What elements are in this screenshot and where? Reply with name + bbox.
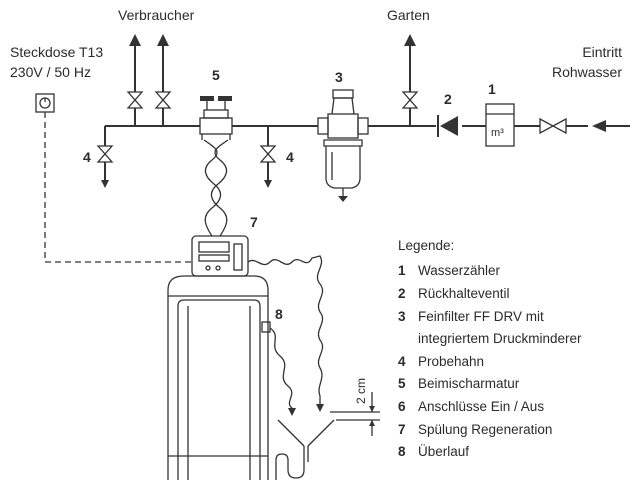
control-head (191, 235, 249, 277)
marker-5: 5 (212, 67, 220, 83)
connection-hoses (203, 139, 229, 237)
power-cable (44, 112, 192, 263)
regeneration-outlet-arrow (316, 404, 324, 412)
marker-4-left: 4 (83, 149, 91, 165)
legend: Legende: 1 Wasserzähler 2 Rückhalteventi… (398, 238, 582, 459)
legend-num: 2 (398, 286, 406, 301)
marker-3: 3 (335, 69, 343, 85)
inlet-valve-icon (539, 117, 567, 135)
legend-num: 5 (398, 376, 406, 391)
legend-text: Wasserzähler (418, 263, 501, 278)
consumer-label: Verbraucher (118, 7, 195, 23)
legend-text: Spülung Regeneration (418, 422, 552, 437)
marker-2: 2 (444, 91, 452, 107)
marker-1: 1 (488, 81, 496, 97)
legend-text: Beimischarmatur (418, 376, 520, 391)
softener-cabinet (167, 275, 271, 480)
legend-text: Probehahn (418, 354, 484, 369)
legend-text: Anschlüsse Ein / Aus (418, 399, 544, 414)
garden-label: Garten (387, 7, 430, 23)
legend-text: integriertem Druckminderer (418, 331, 582, 346)
outlet-spec-label: 230V / 50 Hz (10, 64, 91, 80)
overflow-hose (269, 327, 293, 412)
legend-num: 4 (398, 354, 406, 369)
regeneration-hose (247, 255, 324, 406)
marker-4-right: 4 (286, 149, 294, 165)
power-outlet-icon (35, 93, 55, 113)
legend-num: 8 (398, 444, 406, 459)
marker-8: 8 (275, 306, 283, 322)
garden-branch (401, 34, 419, 126)
inlet-label-line2: Rohwasser (552, 64, 622, 80)
legend-num: 6 (398, 399, 406, 414)
legend-num: 3 (398, 309, 406, 324)
legend-text: Überlauf (418, 444, 469, 459)
gap-dimension (330, 392, 380, 436)
water-meter-icon: m³ (485, 103, 515, 147)
inlet-label-line1: Eintritt (582, 44, 622, 60)
outlet-label: Steckdose T13 (10, 44, 103, 60)
fine-filter-icon (317, 89, 369, 202)
legend-title: Legende: (398, 238, 454, 253)
meter-unit-label: m³ (491, 127, 504, 139)
sampling-valve-right-icon (259, 126, 277, 188)
gap-label: 2 cm (354, 378, 368, 404)
consumer-branches (104, 34, 172, 146)
legend-text: Feinfilter FF DRV mit (418, 309, 544, 324)
legend-text: Rückhalteventil (418, 286, 510, 301)
inlet-arrow-icon (592, 120, 630, 132)
blending-valve-icon (199, 96, 233, 140)
marker-7: 7 (250, 214, 258, 230)
sampling-valve-left-icon (96, 145, 114, 188)
legend-num: 7 (398, 422, 406, 437)
drain-funnel-icon (275, 419, 335, 480)
check-valve-icon (437, 115, 458, 137)
legend-num: 1 (398, 263, 406, 278)
overflow-outlet-arrow (288, 408, 296, 416)
